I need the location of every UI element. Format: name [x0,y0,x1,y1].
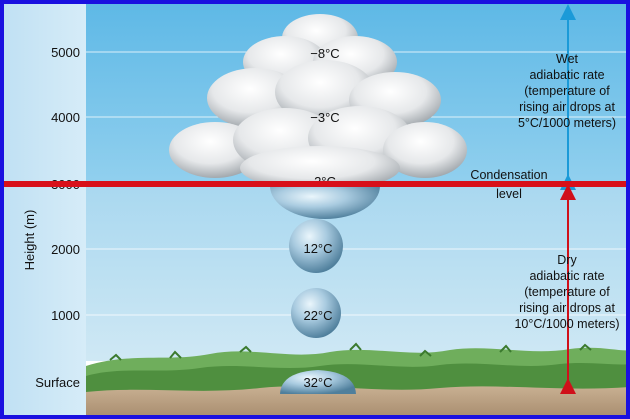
parcel-label-surface: 32°C [303,375,332,390]
dry-rate-line-1: Dry [557,253,577,267]
dry-rate-label: Dry adiabatic rate (temperature of risin… [514,253,619,331]
dry-rate-line-5: 10°C/1000 meters) [514,317,619,331]
dry-rate-line-4: rising air drops at [519,301,615,315]
sky-below-condensation [86,186,630,361]
wet-rate-line-5: 5°C/1000 meters) [518,116,616,130]
ground [86,386,630,419]
wet-rate-line-2: adiabatic rate [529,68,604,82]
tick-5000: 5000 [51,45,80,60]
tick-1000: 1000 [51,308,80,323]
wet-rate-label: Wet adiabatic rate (temperature of risin… [518,52,616,130]
parcel-bubble-22c [291,288,341,338]
tick-surface: Surface [35,375,80,390]
axis-panel [0,0,86,419]
dry-rate-line-3: (temperature of [524,285,610,299]
air-parcels [270,186,380,394]
parcel-label-5000: −8°C [310,46,339,61]
wet-rate-line-3: (temperature of [524,84,610,98]
dry-rate-line-2: adiabatic rate [529,269,604,283]
wet-rate-line-4: rising air drops at [519,100,615,114]
parcel-bubble-32c [280,370,356,394]
condensation-line-2: level [496,187,522,201]
vegetation-band [86,342,630,392]
condensation-line-1: Condensation [470,168,547,182]
tick-4000: 4000 [51,110,80,125]
condensation-label: Condensation level [470,168,547,201]
parcel-bubble-2c [270,186,380,219]
wet-rate-line-1: Wet [556,52,579,66]
parcel-label-1000: 22°C [303,308,332,323]
y-axis-ticks: 5000 4000 3000 2000 1000 Surface [35,45,80,390]
condensation-level-line [0,181,630,187]
parcel-bubble-12c [289,219,343,273]
parcel-label-2000: 12°C [303,241,332,256]
parcel-label-4000: −3°C [310,110,339,125]
cumulus-cloud [169,14,467,190]
y-axis-title: Height (m) [22,210,37,271]
tick-2000: 2000 [51,242,80,257]
